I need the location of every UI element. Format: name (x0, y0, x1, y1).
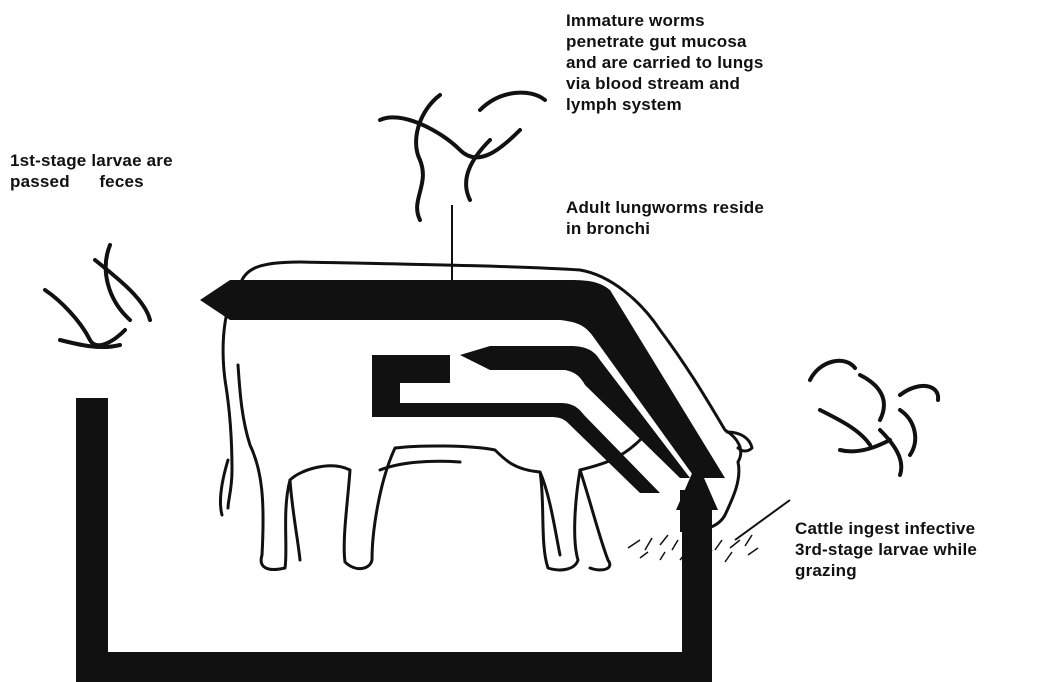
cattle-ingest-label: Cattle ingest infective 3rd-stage larvae… (795, 518, 977, 581)
cattle-ingest-line-1: Cattle ingest infective (795, 518, 977, 539)
immature-worms-label: Immature worms penetrate gut mucosa and … (566, 10, 764, 115)
first-stage-line-1: 1st-stage larvae are (10, 150, 173, 171)
cattle-ingest-line-2: 3rd-stage larvae while (795, 539, 977, 560)
grazing-pointer-line (735, 500, 790, 540)
first-stage-line-2: passed feces (10, 171, 173, 192)
adult-lungworms-line-1: Adult lungworms reside (566, 197, 764, 218)
immature-worms-line-1: Immature worms (566, 10, 764, 31)
immature-worms-icon (380, 93, 545, 220)
external-cycle-arrow (76, 398, 718, 682)
third-stage-larvae-icon (810, 361, 938, 475)
first-stage-larvae-label: 1st-stage larvae are passed feces (10, 150, 173, 192)
immature-worms-line-4: via blood stream and (566, 73, 764, 94)
adult-lungworms-line-2: in bronchi (566, 218, 764, 239)
internal-migration-arrows (200, 280, 725, 532)
adult-lungworms-label: Adult lungworms reside in bronchi (566, 197, 764, 239)
first-stage-larvae-icon (45, 245, 150, 347)
cattle-ingest-line-3: grazing (795, 560, 977, 581)
immature-worms-line-2: penetrate gut mucosa (566, 31, 764, 52)
immature-worms-line-3: and are carried to lungs (566, 52, 764, 73)
immature-worms-line-5: lymph system (566, 94, 764, 115)
